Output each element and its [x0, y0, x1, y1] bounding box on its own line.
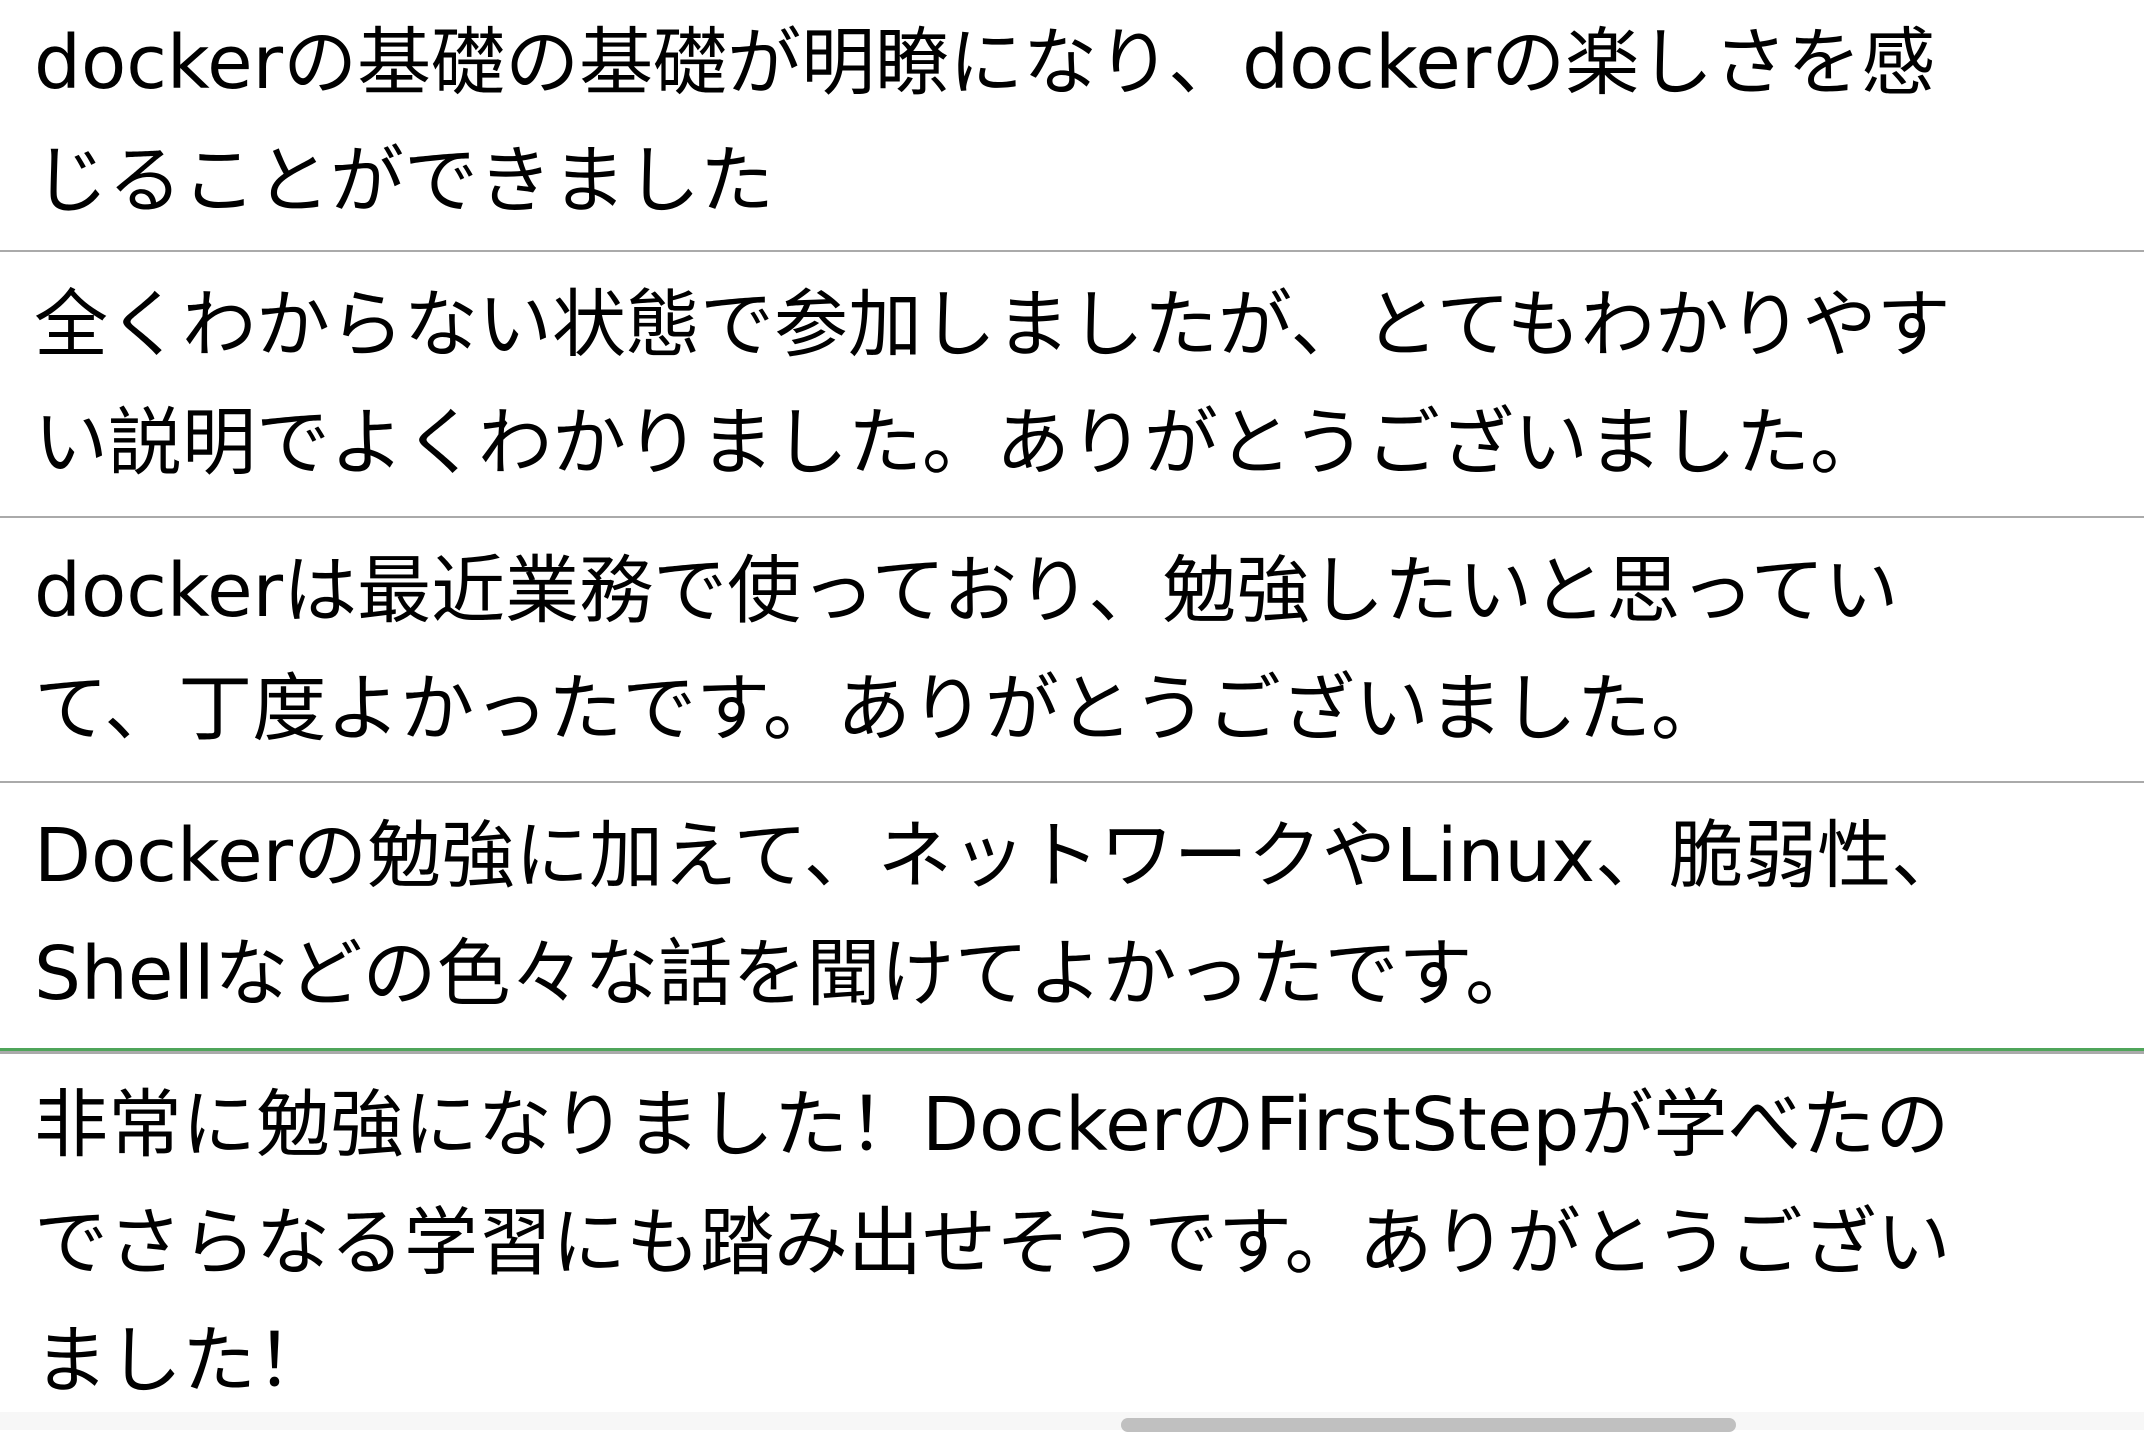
comment-line: dockerは最近業務で使っており、勉強したいと思ってい [34, 548, 1899, 634]
comment-line: 非常に勉強になりました！DockerのFirstStepが学べたの [34, 1082, 1950, 1168]
list-item[interactable]: 全くわからない状態で参加しましたが、とてもわかりやす い説明でよくわかりました。… [0, 252, 2144, 518]
list-item[interactable]: 非常に勉強になりました！DockerのFirstStepが学べたの でさらなる学… [0, 1054, 2144, 1417]
comment-line: じることができました [34, 138, 774, 224]
comment-line: dockerの基礎の基礎が明瞭になり、dockerの楽しさを感 [34, 20, 1936, 106]
comment-line: て、丁度よかったです。ありがとうございました。 [34, 666, 1725, 752]
scrollbar-thumb[interactable] [1121, 1418, 1736, 1432]
list-item[interactable]: dockerは最近業務で使っており、勉強したいと思ってい て、丁度よかったです。… [0, 518, 2144, 783]
list-item[interactable]: dockerの基礎の基礎が明瞭になり、dockerの楽しさを感 じることができま… [0, 0, 2144, 252]
divider [0, 1051, 2144, 1054]
comment-line: Dockerの勉強に加えて、ネットワークやLinux、脆弱性、 [34, 813, 1966, 899]
comment-line: Shellなどの色々な話を聞けてよかったです。 [34, 931, 1540, 1017]
horizontal-scrollbar[interactable] [0, 1412, 2144, 1432]
selected-divider [0, 1048, 2144, 1051]
comment-line: い説明でよくわかりました。ありがとうございました。 [34, 400, 1884, 486]
comment-line: ました！ [34, 1318, 330, 1404]
list-item[interactable]: Dockerの勉強に加えて、ネットワークやLinux、脆弱性、 Shellなどの… [0, 783, 2144, 1048]
comment-line: 全くわからない状態で参加しましたが、とてもわかりやす [34, 282, 1951, 368]
comment-line: でさらなる学習にも踏み出せそうです。ありがとうござい [34, 1200, 1951, 1286]
